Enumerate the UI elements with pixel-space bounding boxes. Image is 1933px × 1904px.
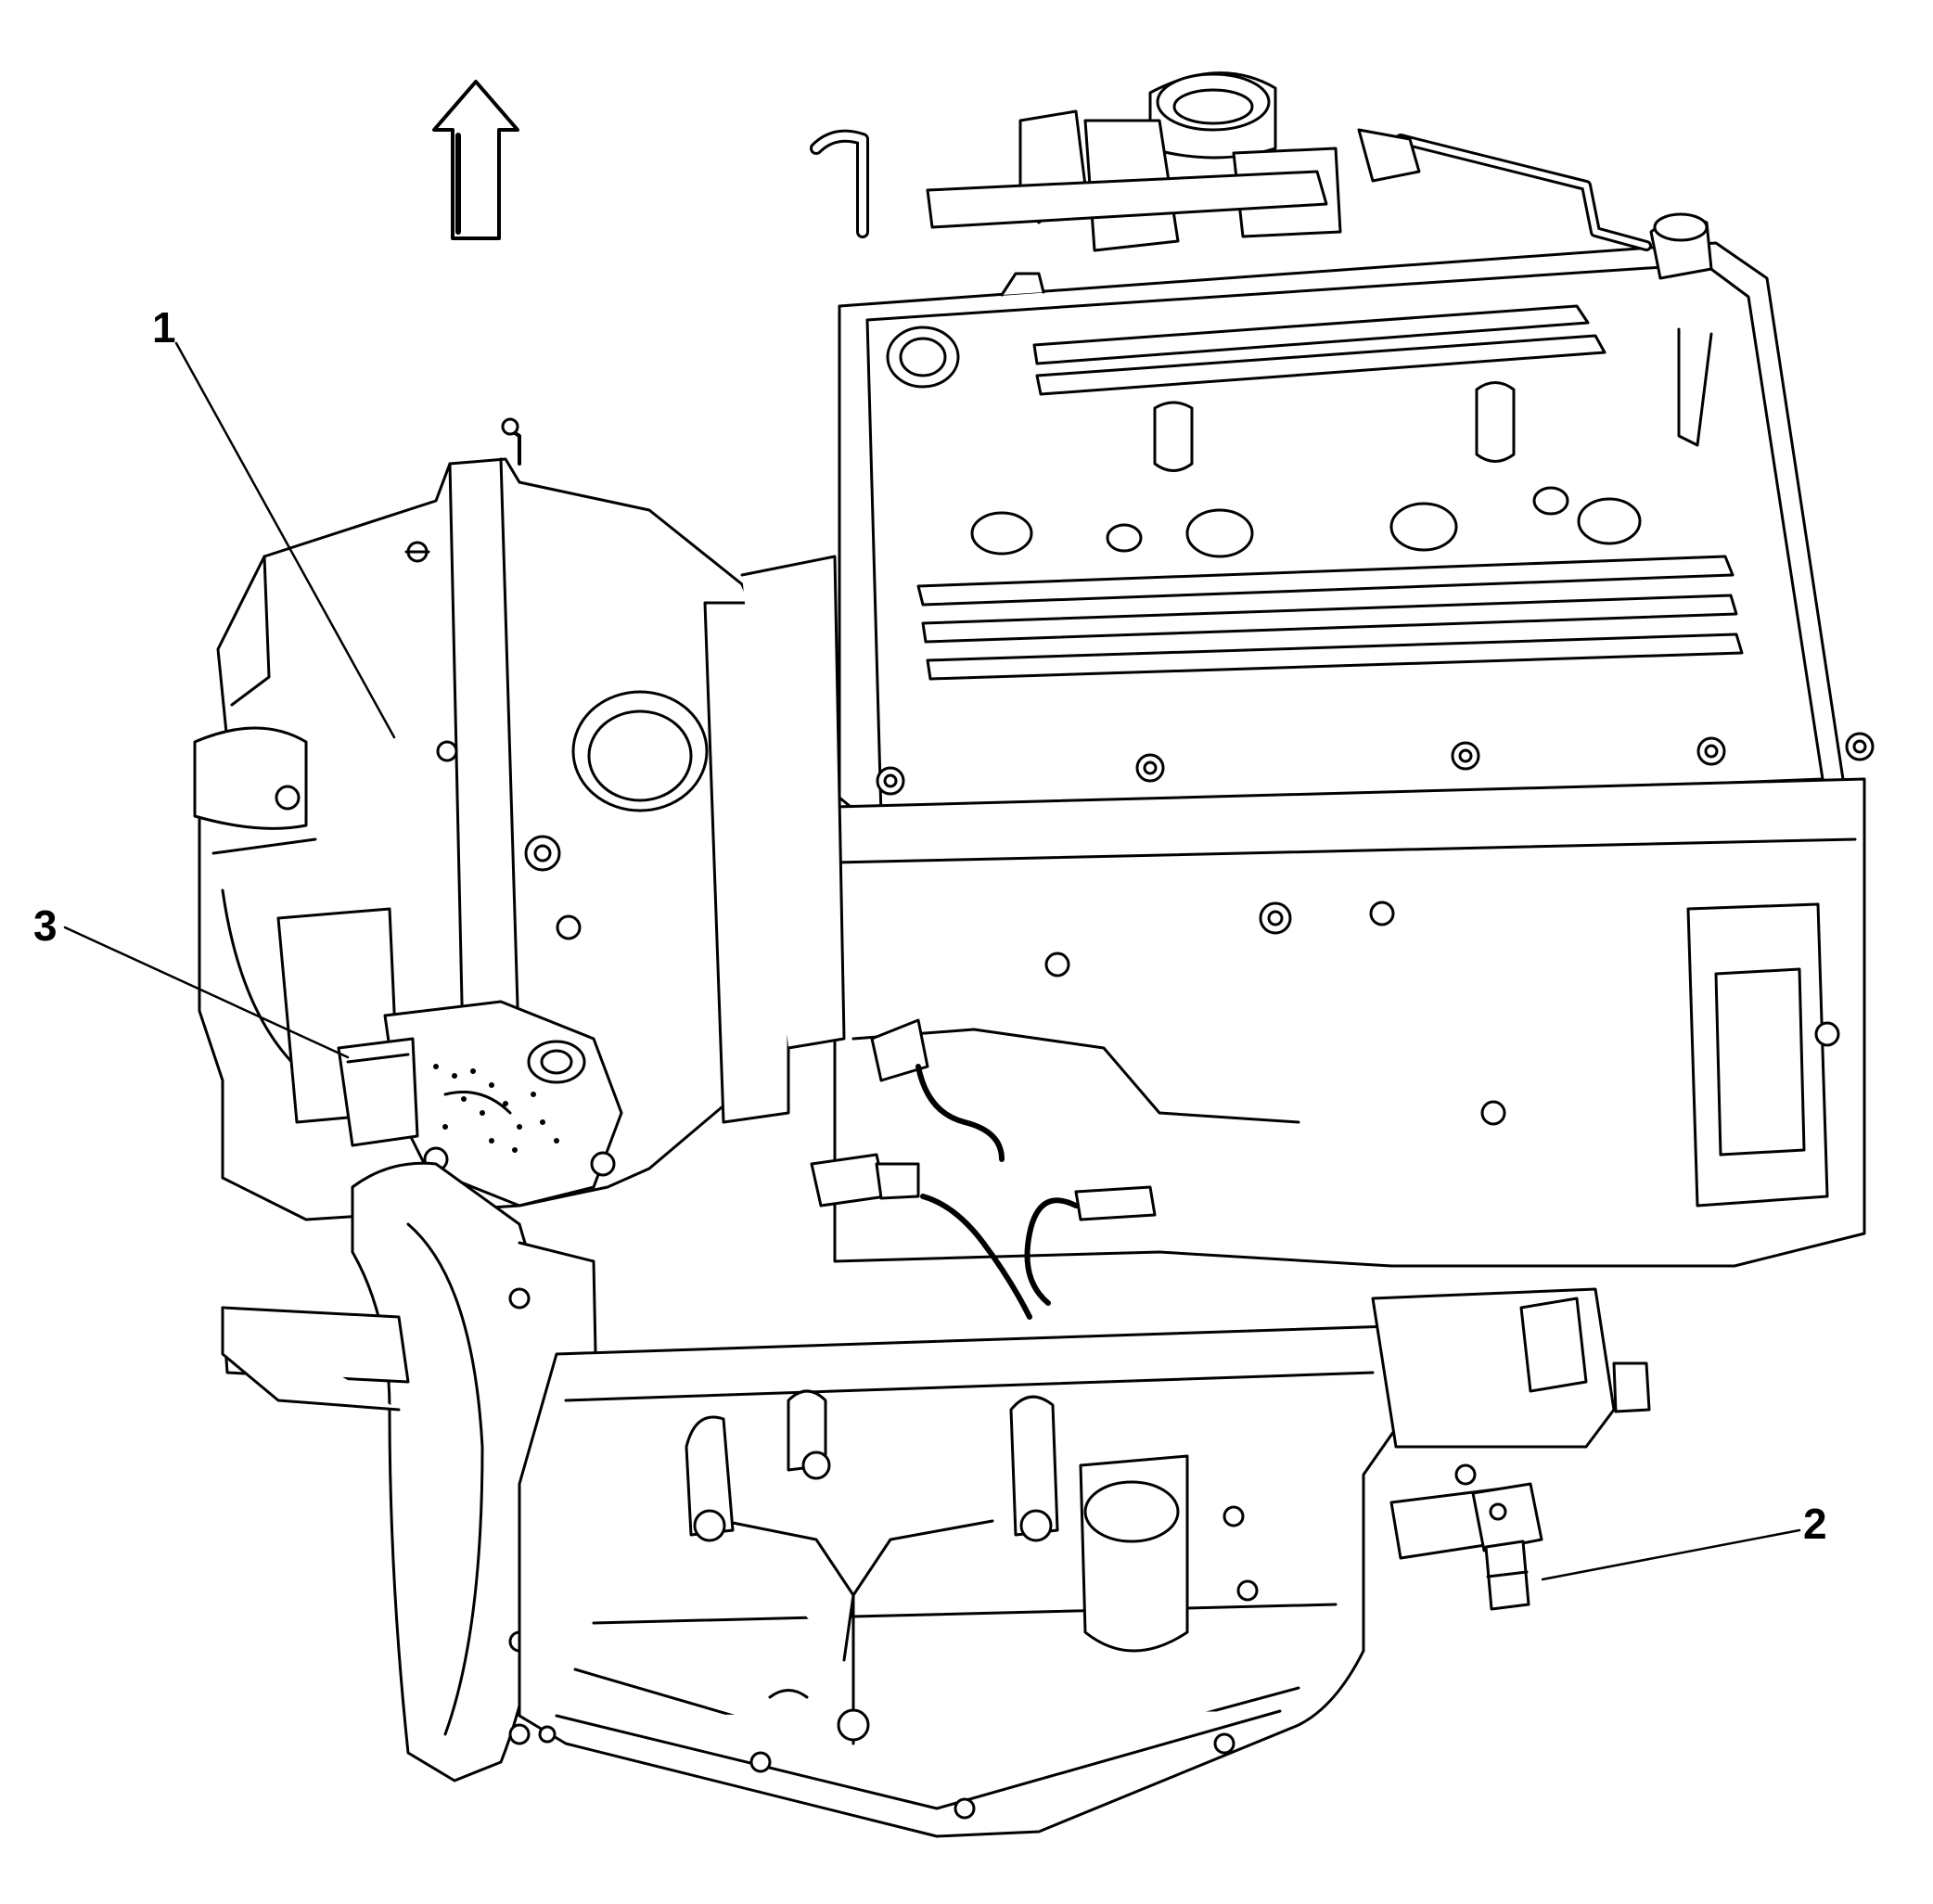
oil-pan	[518, 1324, 1398, 1838]
callout-1: 1	[152, 303, 176, 351]
oxygen-sensor	[810, 1018, 1157, 1221]
manifold-bolts	[876, 732, 1875, 1126]
leader-3	[63, 926, 350, 1059]
transmission-case	[193, 457, 846, 1221]
leader-1	[174, 341, 396, 739]
thermostat-housing	[1649, 212, 1713, 280]
callout-3: 3	[33, 901, 58, 950]
crankshaft-position-sensor	[1471, 1482, 1543, 1611]
transmission-bolts	[404, 417, 582, 940]
callout-leaders	[63, 341, 1801, 1581]
throttle-body	[1018, 71, 1342, 252]
bellhousing	[221, 1306, 410, 1412]
engine-block	[833, 777, 1866, 1268]
sensor-wires	[915, 1064, 1079, 1320]
coil-tubes	[1153, 327, 1713, 472]
oil-pan-bolts	[508, 1579, 1259, 1820]
range-switch-dots	[433, 1064, 559, 1153]
leader-2	[1541, 1528, 1801, 1581]
vacuum-hose	[810, 128, 1652, 251]
up-arrow-icon	[432, 80, 519, 240]
callout-2: 2	[1803, 1500, 1827, 1548]
valve-cover	[838, 241, 1848, 841]
